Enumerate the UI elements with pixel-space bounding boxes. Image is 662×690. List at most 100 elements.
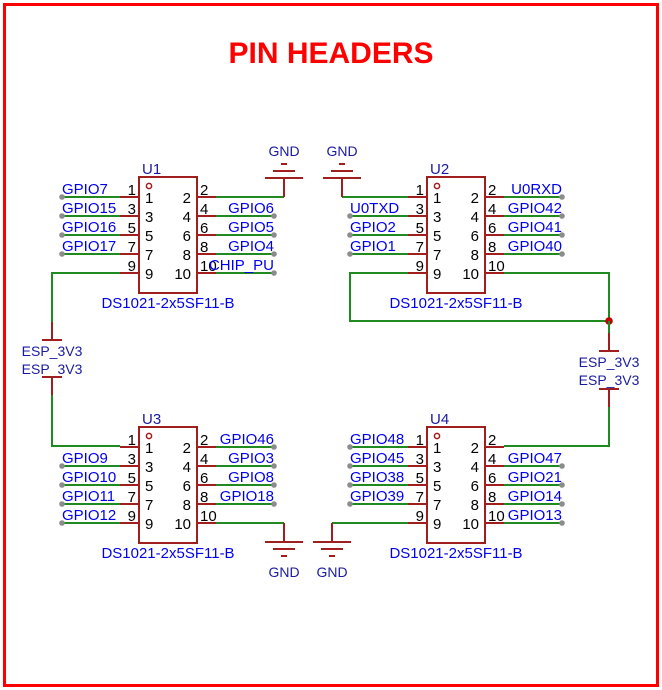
pin-number-inner: 6: [183, 478, 191, 495]
net-endpoint: [59, 520, 65, 526]
net-label: GPIO17: [62, 238, 116, 255]
pin-number-outer: 10: [200, 508, 217, 525]
net-label: U0RXD: [511, 181, 562, 198]
pin-number-inner: 5: [145, 228, 153, 245]
pin-number-inner: 10: [174, 266, 191, 283]
pin-2: 22: [183, 182, 216, 207]
net-label: GPIO15: [62, 200, 116, 217]
pin-number-inner: 7: [145, 497, 153, 514]
net-label: GPIO8: [228, 469, 274, 486]
net-label: GPIO13: [508, 507, 562, 524]
net-label: GPIO48: [350, 431, 404, 448]
wire-u2-pin9-loop: [349, 272, 609, 322]
net-endpoint: [271, 213, 277, 219]
net-label: GPIO38: [350, 469, 404, 486]
pin-number-inner: 7: [433, 497, 441, 514]
gnd-symbol-u4: GND: [313, 523, 351, 580]
pin-number-inner: 8: [183, 247, 191, 264]
pin-number-inner: 4: [183, 209, 191, 226]
pin-number-outer: 3: [128, 451, 136, 468]
designator: U2: [430, 161, 449, 178]
net-label: GPIO14: [508, 488, 562, 505]
pin-number-inner: 8: [471, 497, 479, 514]
net-label: GPIO47: [508, 450, 562, 467]
pin-number-outer: 3: [416, 201, 424, 218]
pin-number-inner: 3: [145, 459, 153, 476]
pin-number-outer: 1: [128, 182, 136, 199]
sheet-frame: [3, 3, 659, 687]
pin-number-outer: 9: [128, 258, 136, 275]
pin-number-outer: 1: [128, 432, 136, 449]
pin-number-outer: 6: [200, 220, 208, 237]
net-endpoint: [59, 232, 65, 238]
pin-number-outer: 7: [416, 239, 424, 256]
net-endpoint: [271, 232, 277, 238]
net-endpoint: [271, 463, 277, 469]
pin-number-outer: 5: [416, 470, 424, 487]
net-endpoint: [559, 520, 565, 526]
gnd-symbol-u3: GND: [265, 523, 303, 580]
vcc-label: ESP_3V3: [579, 372, 640, 388]
net-endpoint: [559, 463, 565, 469]
pin-number-outer: 9: [416, 258, 424, 275]
net-endpoint: [59, 482, 65, 488]
pin-number-inner: 5: [433, 228, 441, 245]
pin-number-outer: 6: [200, 470, 208, 487]
net-label: GPIO39: [350, 488, 404, 505]
pin-number-inner: 2: [471, 440, 479, 457]
pin-number-inner: 1: [433, 440, 441, 457]
pin-number-outer: 2: [200, 182, 208, 199]
wire-3v3-u4-pin2: [504, 407, 610, 447]
vcc-label: ESP_3V3: [22, 361, 83, 377]
net-label: GPIO45: [350, 450, 404, 467]
gnd-symbol-u2: GND: [323, 143, 361, 197]
net-label: GPIO7: [62, 181, 108, 198]
pin-number-inner: 1: [145, 440, 153, 457]
net-endpoint: [59, 251, 65, 257]
pin-number-outer: 5: [128, 220, 136, 237]
net-label: U0TXD: [350, 200, 399, 217]
net-endpoint: [347, 213, 353, 219]
pin-number-outer: 3: [128, 201, 136, 218]
designator: U1: [142, 161, 161, 178]
net-endpoint: [347, 501, 353, 507]
net-label: GPIO11: [62, 488, 115, 505]
pin-number-outer: 1: [416, 182, 424, 199]
vcc-label: ESP_3V3: [579, 354, 640, 370]
pin-number-inner: 4: [471, 209, 479, 226]
pin-number-inner: 10: [174, 516, 191, 533]
pin1-marker-icon: [433, 432, 441, 440]
gnd-label: GND: [268, 143, 299, 159]
net-label: GPIO16: [62, 219, 116, 236]
pin-number-outer: 5: [416, 220, 424, 237]
net-endpoint: [59, 213, 65, 219]
pin-number-inner: 3: [145, 209, 153, 226]
pin-number-outer: 10: [488, 508, 505, 525]
pin-number-outer: 5: [128, 470, 136, 487]
net-endpoint: [347, 482, 353, 488]
pin-number-inner: 9: [145, 516, 153, 533]
pin-2: 22: [471, 432, 504, 457]
pin-number-outer: 4: [200, 201, 208, 218]
net-label: GPIO40: [508, 238, 562, 255]
